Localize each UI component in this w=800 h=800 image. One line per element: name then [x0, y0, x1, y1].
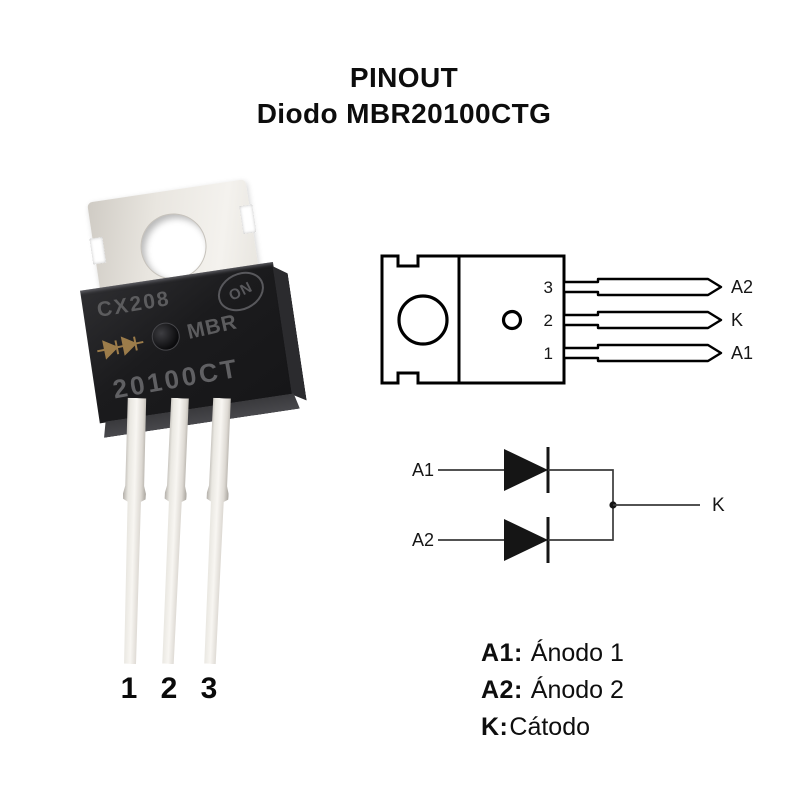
- package-outline-diagram: 3 2 1 A2 K A1: [380, 254, 753, 385]
- legend-value-a2: Ánodo 2: [530, 676, 624, 704]
- outline-pin-number-3: 3: [544, 278, 553, 297]
- on-semiconductor-logo-icon: ON: [211, 264, 271, 319]
- photo-pin-numbers: 1 2 3: [0, 672, 260, 705]
- package-outline-body: [380, 254, 566, 385]
- title-part-number: Diodo MBR20100CTG: [256, 98, 552, 129]
- lot-code-marking: CX208: [95, 287, 173, 322]
- package-body: CX208 ON MBR 20100CT: [80, 261, 293, 424]
- schematic-anode2-label: A2: [412, 530, 434, 550]
- outline-pin-label-a1: A1: [731, 343, 753, 363]
- diode1-triangle: [504, 449, 548, 491]
- to220-package: CX208 ON MBR 20100CT: [67, 177, 295, 443]
- schematic-cathode-label: K: [712, 495, 725, 516]
- outline-pin-1-lead: [562, 343, 723, 363]
- legend-key-a1: A1:: [481, 639, 523, 667]
- outline-pin-2-lead: [562, 310, 723, 330]
- part-marking: 20100CT: [110, 352, 242, 405]
- photo-pin-number-2: 2: [160, 672, 178, 705]
- component-leg-3: [199, 398, 233, 665]
- outline-pin-number-1: 1: [544, 344, 553, 363]
- schematic-anode1-label: A1: [412, 460, 434, 480]
- outline-mounting-hole: [397, 294, 449, 346]
- legend-value-k: Cátodo: [509, 713, 591, 741]
- legend-row-a2: A2:Ánodo 2: [481, 672, 624, 709]
- title-pinout: PINOUT: [349, 62, 459, 93]
- mold-indent: [149, 320, 182, 353]
- dual-diode-schematic: A1 A2 K: [412, 447, 725, 563]
- legend-key-k: K:: [481, 713, 509, 741]
- outline-pin-label-k: K: [731, 310, 743, 330]
- cathode-bus-wire: [548, 469, 614, 541]
- diode-marking-icon: [97, 336, 144, 360]
- outline-pin-label-a2: A2: [731, 277, 753, 297]
- on-logo-text: ON: [226, 278, 256, 305]
- photo-pin-number-1: 1: [120, 672, 138, 705]
- legend-row-a1: A1:Ánodo 1: [481, 635, 624, 672]
- legend-key-a2: A2:: [481, 676, 523, 704]
- outline-mold-dot: [501, 309, 523, 331]
- page-title: PINOUT Diodo MBR20100CTG: [257, 60, 552, 132]
- tab-notch-right: [239, 204, 257, 235]
- photo-pin-number-3: 3: [200, 672, 218, 705]
- brand-marking: MBR: [184, 310, 240, 344]
- component-leg-2: [157, 398, 191, 665]
- outline-pin-3-lead: [562, 277, 723, 297]
- tab-notch-left: [89, 236, 107, 265]
- legend-value-a1: Ánodo 1: [530, 639, 624, 667]
- outline-pin-number-2: 2: [544, 311, 553, 330]
- pin-legend: A1:Ánodo 1 A2:Ánodo 2 K:Cátodo: [481, 635, 624, 746]
- diode2-triangle: [504, 519, 548, 561]
- legend-row-k: K:Cátodo: [481, 709, 624, 746]
